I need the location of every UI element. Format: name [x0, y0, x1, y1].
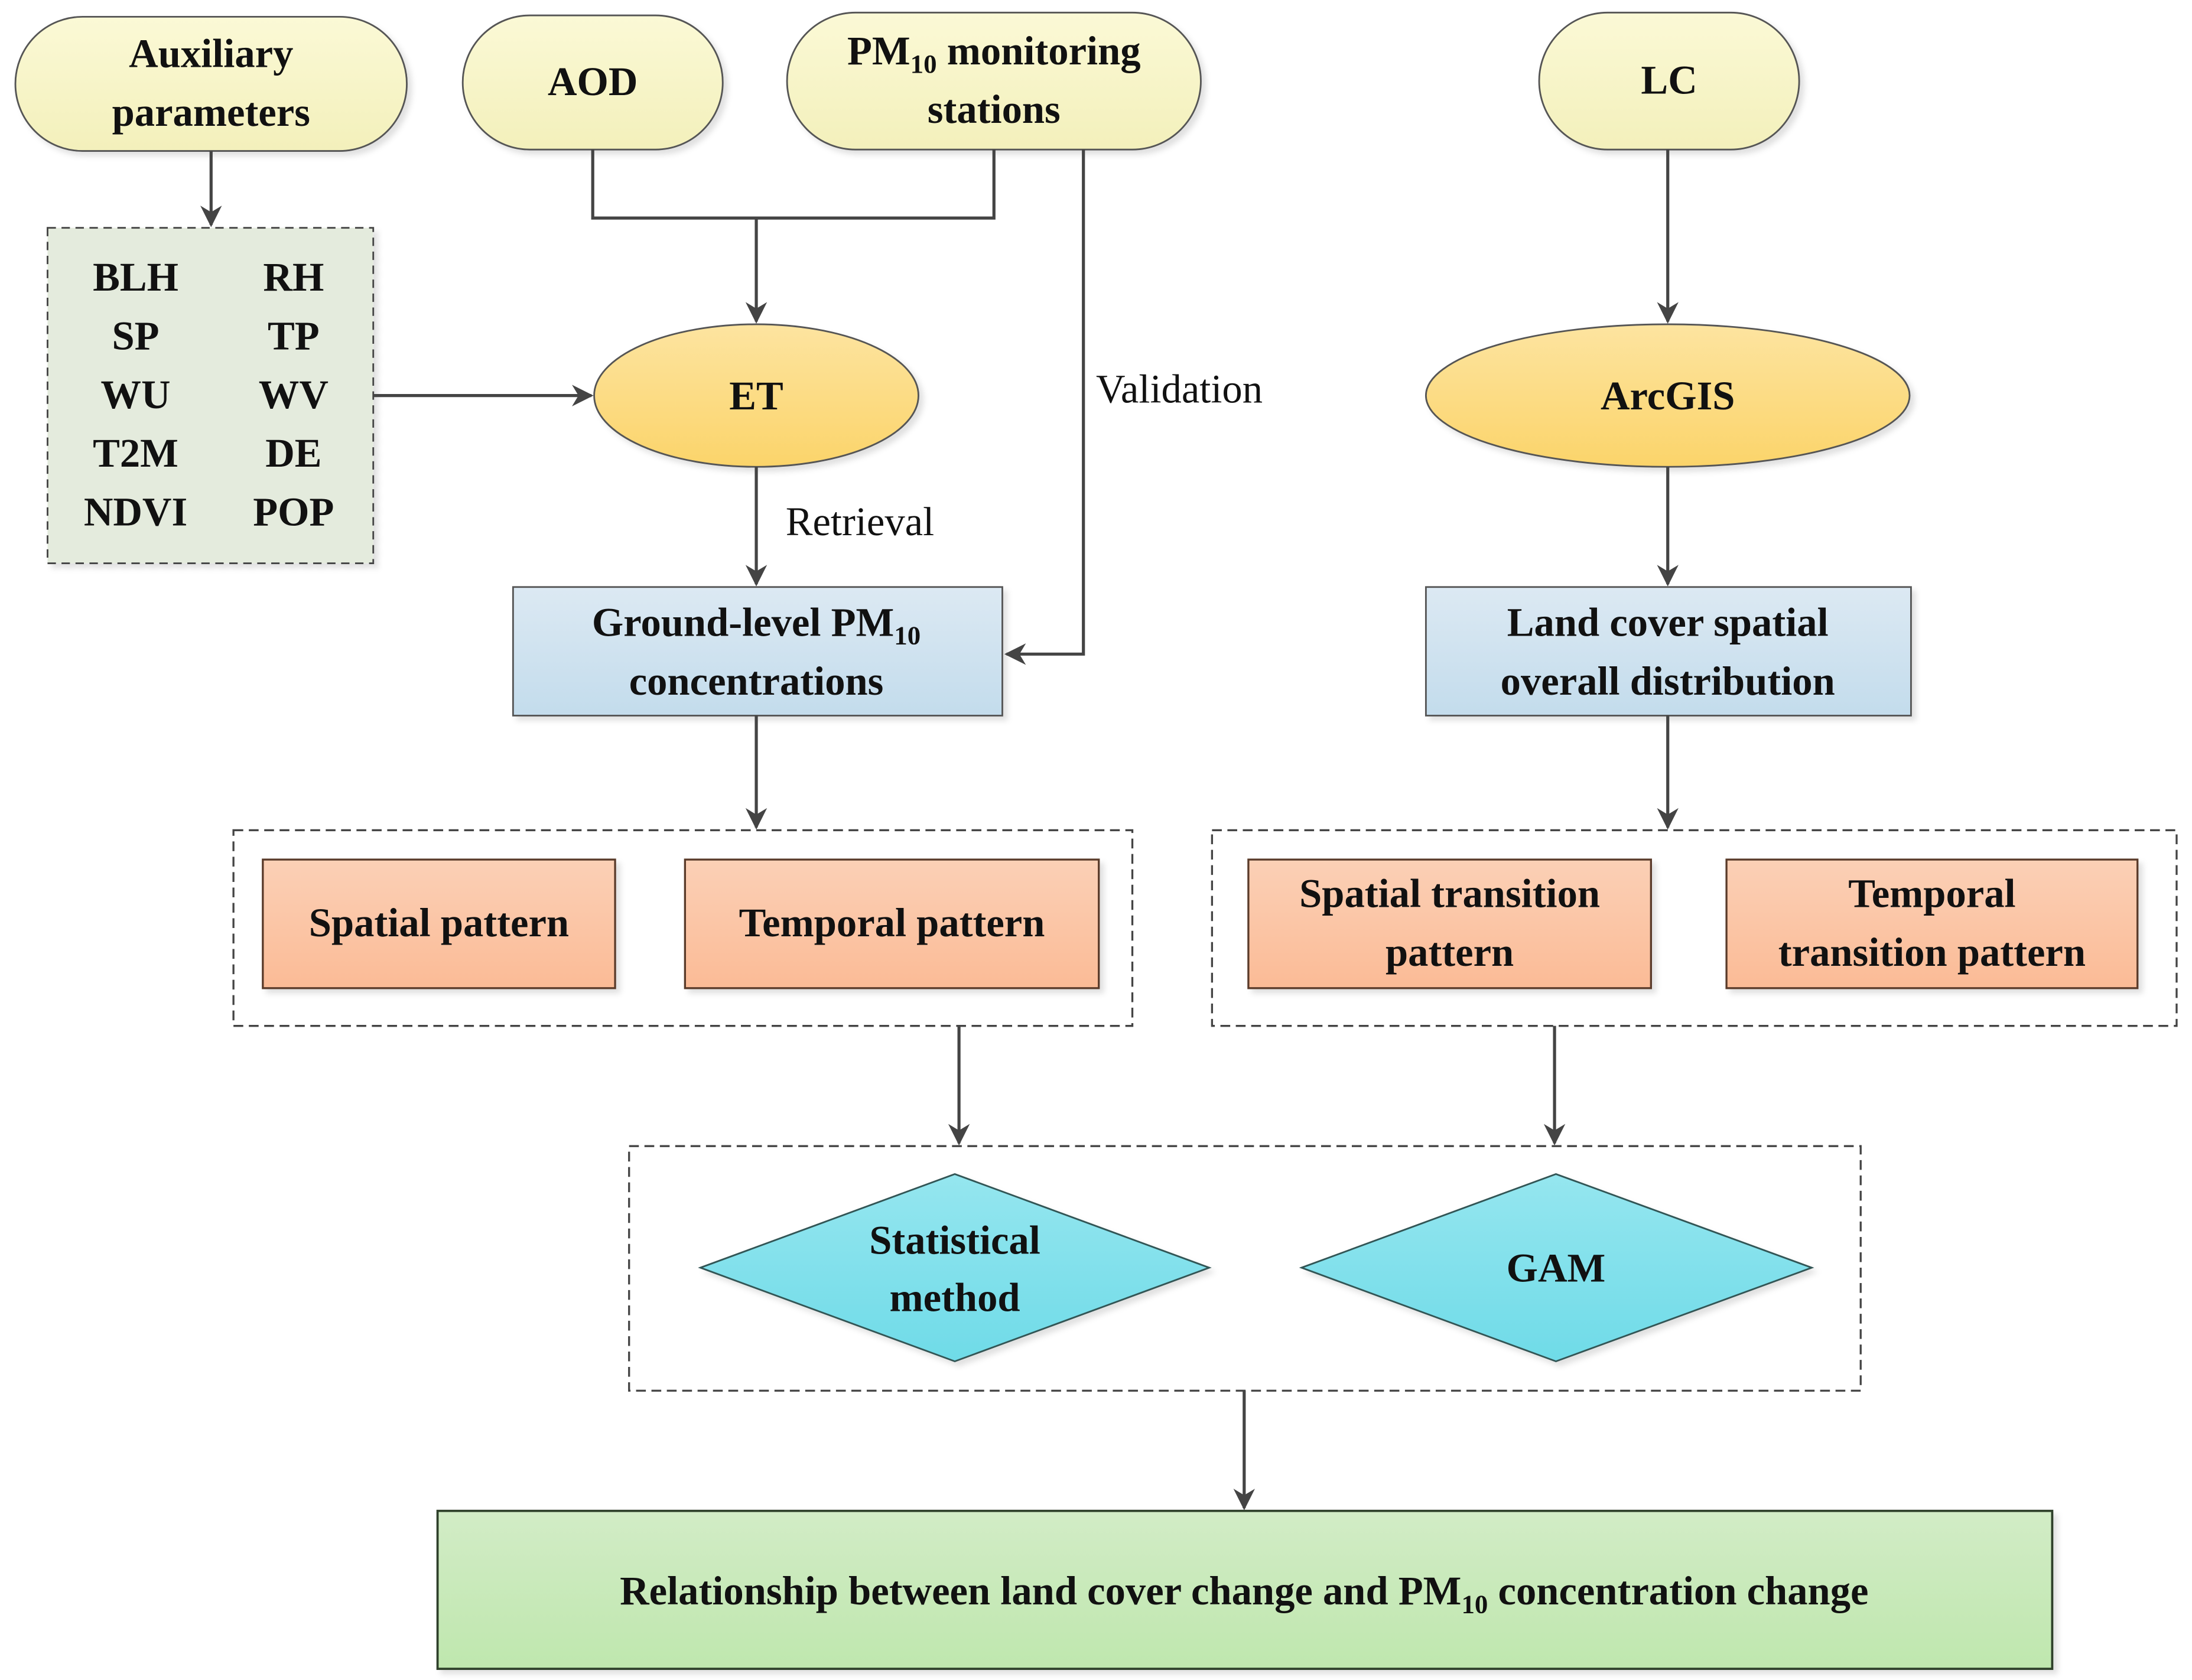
validation-label: Validation — [1096, 366, 1263, 411]
aux-var: SP — [112, 314, 159, 359]
gam-label: GAM — [1507, 1246, 1606, 1291]
temporal-transition-label-line1: Temporal — [1848, 871, 2015, 916]
lc-node: LC — [1538, 11, 1800, 151]
ground-pm10-node: Ground-level PM10 concentrations — [512, 586, 1003, 717]
spatial-transition-label-line1: Spatial transition — [1299, 871, 1600, 916]
result-node: Relationship between land cover change a… — [436, 1509, 2054, 1670]
auxiliary-label-line1: Auxiliary — [129, 31, 293, 76]
aux-var: T2M — [93, 431, 178, 476]
result-label: Relationship between land cover change a… — [620, 1568, 1868, 1619]
land-cover-label-line1: Land cover spatial — [1507, 600, 1829, 645]
retrieval-label: Retrieval — [786, 499, 934, 544]
spatial-transition-label-line2: pattern — [1386, 930, 1514, 975]
auxiliary-parameters-node: Auxiliary parameters — [14, 15, 408, 152]
ground-pm10-label-line1: Ground-level PM10 — [592, 600, 921, 650]
temporal-transition-label-line2: transition pattern — [1778, 930, 2086, 975]
methods-group: Statistical method GAM — [628, 1145, 1862, 1392]
auxiliary-variables-box: BLH SP WU T2M NDVI RH TP WV DE POP — [47, 227, 375, 564]
pm10-stations-label-line1: PM10 monitoring — [847, 28, 1141, 79]
land-cover-pattern-group: Spatial transition pattern Temporal tran… — [1211, 829, 2178, 1027]
aux-var: DE — [265, 431, 321, 476]
aux-var: POP — [253, 490, 334, 535]
aod-node: AOD — [461, 14, 724, 151]
aod-label: AOD — [548, 59, 638, 104]
aux-var: WV — [259, 372, 329, 417]
statistical-method-label-line1: Statistical — [869, 1217, 1040, 1262]
aux-var: TP — [268, 314, 320, 359]
spatial-pattern-label: Spatial pattern — [309, 900, 569, 945]
et-label: ET — [729, 373, 783, 418]
aux-var: BLH — [93, 255, 178, 299]
statistical-method-label-line2: method — [889, 1275, 1020, 1320]
connector-aod-pm10 — [591, 149, 996, 220]
arcgis-node: ArcGIS — [1425, 323, 1911, 468]
aux-var: WU — [100, 372, 170, 417]
aux-var: RH — [263, 255, 324, 299]
temporal-pattern-label: Temporal pattern — [739, 900, 1045, 945]
ground-pm10-label-line2: concentrations — [629, 659, 884, 704]
pm10-stations-node: PM10 monitoring stations — [786, 11, 1202, 151]
auxiliary-label-line2: parameters — [112, 90, 310, 135]
lc-label: LC — [1641, 58, 1697, 103]
arrow-validation — [1004, 149, 1085, 665]
pm10-pattern-group: Spatial pattern Temporal pattern — [232, 829, 1134, 1027]
land-cover-label-line2: overall distribution — [1501, 659, 1835, 704]
et-node: ET — [593, 323, 919, 468]
land-cover-distribution-node: Land cover spatial overall distribution — [1425, 586, 1912, 717]
connectors — [200, 149, 1679, 1510]
pm10-stations-label-line2: stations — [928, 87, 1061, 132]
arcgis-label: ArcGIS — [1601, 373, 1735, 418]
aux-var: NDVI — [84, 490, 187, 535]
